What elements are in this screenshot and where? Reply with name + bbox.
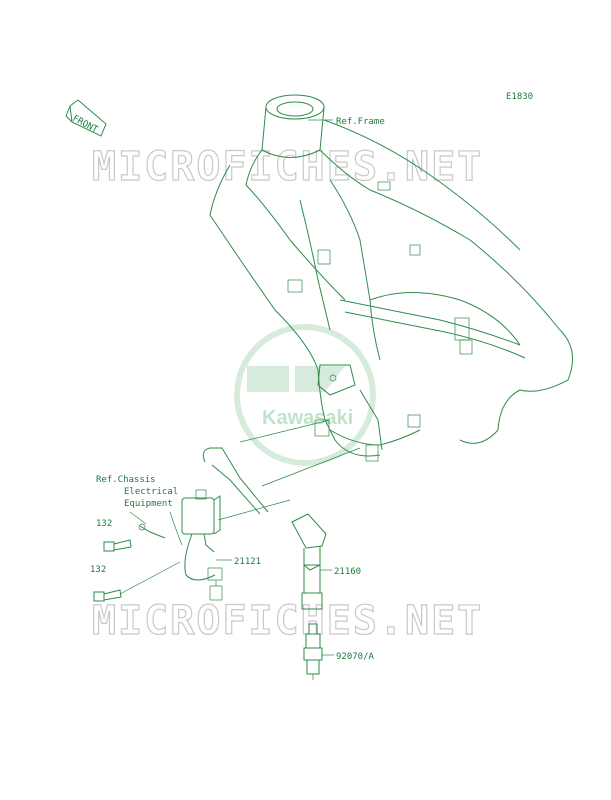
kawasaki-logo: Kawasaki <box>234 324 376 466</box>
front-arrow-icon: FRONT <box>65 99 107 137</box>
label-part-21160: 21160 <box>334 567 361 577</box>
watermark-bottom: MICROFICHES.NET <box>92 598 483 644</box>
bolt-132-top <box>103 539 132 552</box>
ignition-coil <box>169 447 269 601</box>
label-ref-chassis-3: Equipment <box>124 499 173 509</box>
spark-plug-cap <box>291 513 332 610</box>
spark-plug <box>303 623 334 680</box>
logo-text: Kawasaki <box>262 407 353 429</box>
label-ref-frame: Ref.Frame <box>336 117 385 127</box>
label-ref-chassis-1: Ref.Chassis <box>96 475 156 485</box>
label-part-132-bottom: 132 <box>90 565 106 575</box>
watermark-top: MICROFICHES.NET <box>92 144 483 190</box>
label-part-132-top: 132 <box>96 519 112 529</box>
label-part-21121: 21121 <box>234 557 261 567</box>
frame-drawing <box>209 94 573 462</box>
label-part-92070a: 92070/A <box>336 652 375 662</box>
diagram-code: E1830 <box>506 92 533 102</box>
front-label: FRONT <box>71 114 100 136</box>
label-ref-chassis-2: Electrical <box>124 487 178 497</box>
